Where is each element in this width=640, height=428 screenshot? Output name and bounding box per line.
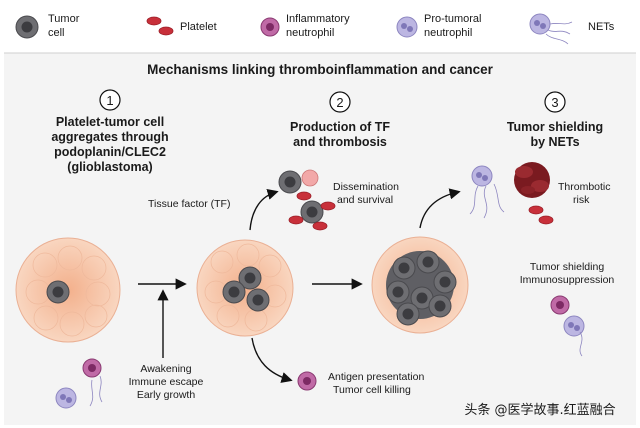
- tumor-cell-3c: [433, 270, 457, 294]
- tumor-cell-2b: [222, 280, 246, 304]
- nets-with-neutrophil: [469, 165, 505, 219]
- step-2-heading-line-1: Production of TF: [290, 120, 390, 134]
- step-3-badge: 3: [544, 91, 566, 113]
- thrombus: [514, 162, 554, 225]
- legend-inflammatory-label-2: neutrophil: [286, 27, 334, 39]
- step-1-heading-line-1: Platelet-tumor cell: [56, 115, 164, 129]
- awakening-neutrophils: [55, 358, 103, 409]
- legend-pro-tumoral-label-2: neutrophil: [424, 27, 472, 39]
- step-3-heading-line-1: Tumor shielding: [507, 120, 603, 134]
- step-1-heading-line-2: aggregates through: [51, 130, 168, 144]
- step-1-badge: 1: [99, 89, 121, 111]
- legend-nets-icon: [529, 13, 573, 45]
- legend-platelet-icon: [146, 16, 174, 36]
- tissue-factor-label: Tissue factor (TF): [148, 198, 230, 210]
- step-2-heading-line-2: and thrombosis: [293, 135, 387, 149]
- step-1-heading: Platelet-tumor cell aggregates through p…: [51, 115, 168, 174]
- legend-inflammatory-neutrophil-icon: [260, 17, 280, 37]
- step-3-number: 3: [551, 95, 558, 110]
- shielding-label-1: Tumor shielding: [530, 261, 604, 273]
- arrow-to-nets: [419, 188, 461, 229]
- main-panel: [4, 53, 636, 425]
- legend-tumor-cell-label-2: cell: [48, 27, 65, 39]
- thrombotic-risk-label-1: Thrombotic: [558, 181, 611, 193]
- tumor-cell-2c: [246, 288, 270, 312]
- tumor-cell-3d: [386, 280, 410, 304]
- legend-platelet-label: Platelet: [180, 21, 217, 33]
- tumor-mass-1: [15, 237, 121, 343]
- tumor-cell-3f: [428, 294, 452, 318]
- dissemination-label-1: Dissemination: [333, 181, 399, 193]
- antigen-neutrophil: [297, 371, 317, 391]
- step-2-number: 2: [336, 95, 343, 110]
- tumor-cell-3g: [396, 302, 420, 326]
- legend-pro-tumoral-label-1: Pro-tumoral: [424, 13, 481, 25]
- legend-tumor-cell-icon: [15, 15, 39, 39]
- antigen-label-1: Antigen presentation: [328, 371, 424, 383]
- watermark: 头条 @医学故事.红蓝融合: [464, 402, 615, 418]
- step-3-heading: Tumor shielding by NETs: [507, 120, 603, 149]
- legend-nets-label: NETs: [588, 21, 615, 33]
- diagram-title: Mechanisms linking thromboinflammation a…: [147, 62, 494, 77]
- tumor-mass-2: [196, 239, 294, 337]
- tumor-mass-3: [371, 236, 469, 334]
- arrow-to-antigen: [251, 337, 293, 383]
- step-2-heading: Production of TF and thrombosis: [290, 120, 390, 149]
- step-1-heading-line-4: (glioblastoma): [67, 160, 152, 174]
- dissemination-label-2: and survival: [337, 194, 393, 206]
- step-3-heading-line-2: by NETs: [530, 135, 579, 149]
- tumor-cell-1: [46, 280, 70, 304]
- arrow-tf-to-dissemination: [249, 188, 279, 231]
- awakening-label-1: Awakening: [140, 363, 191, 375]
- thrombotic-risk-label-2: risk: [573, 194, 590, 206]
- tumor-cell-3b: [416, 250, 440, 274]
- awakening-label-3: Early growth: [137, 389, 196, 401]
- tumor-cell-3a: [392, 256, 416, 280]
- antigen-label-2: Tumor cell killing: [333, 384, 411, 396]
- legend: Tumor cell Platelet Inflammatory neutrop…: [15, 13, 615, 45]
- step-2-badge: 2: [329, 91, 351, 113]
- legend-tumor-cell-label-1: Tumor: [48, 13, 80, 25]
- legend-inflammatory-label-1: Inflammatory: [286, 13, 350, 25]
- step-1-number: 1: [106, 93, 113, 108]
- awakening-label-2: Immune escape: [129, 376, 204, 388]
- legend-pro-tumoral-neutrophil-icon: [396, 16, 418, 38]
- shielding-neutrophils: [550, 295, 585, 357]
- dissemination-cluster: [278, 169, 336, 231]
- step-1-heading-line-3: podoplanin/CLEC2: [54, 145, 166, 159]
- shielding-label-2: Immunosuppression: [520, 274, 615, 286]
